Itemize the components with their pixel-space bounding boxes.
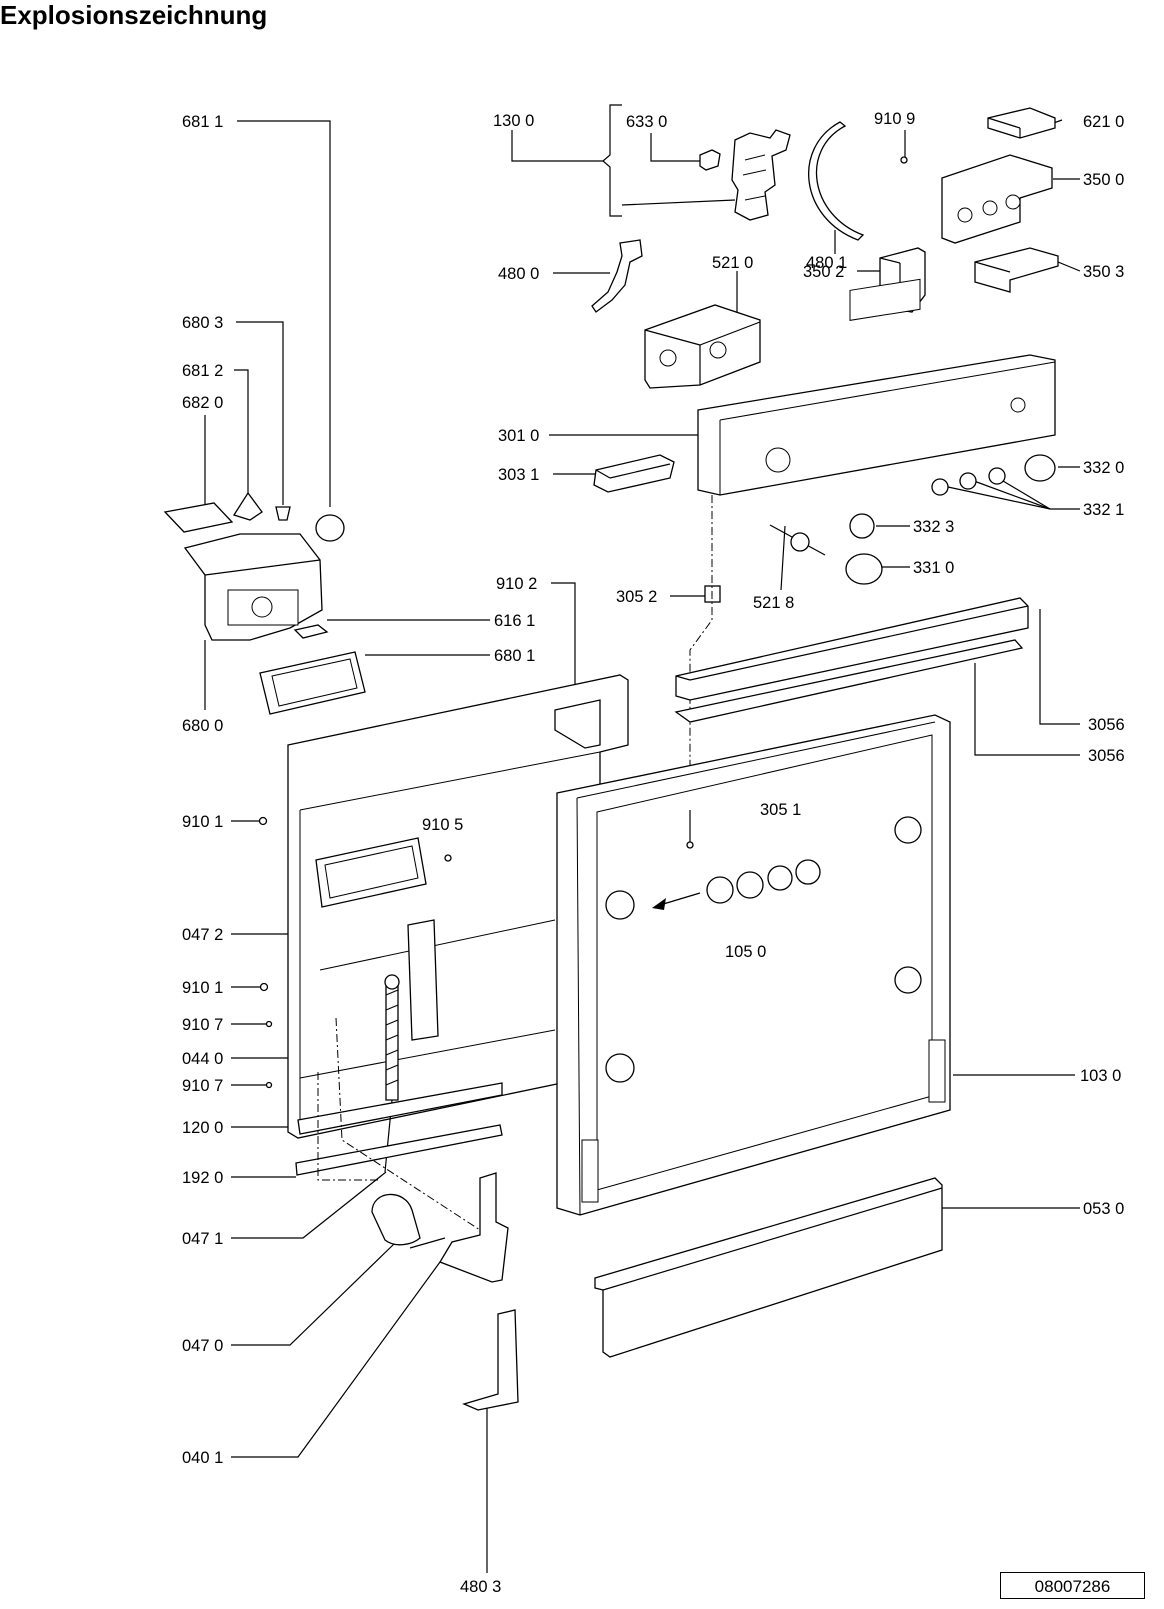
callout-047-1: 047 1 [182,1230,223,1248]
callout-681-1: 681 1 [182,113,223,131]
callout-047-0: 047 0 [182,1337,223,1355]
callout-621-0: 621 0 [1083,113,1124,131]
callout-332-1: 332 1 [1083,501,1124,519]
callout-350-0: 350 0 [1083,171,1124,189]
callout-521-8: 521 8 [753,594,794,612]
callout-350-2: 350 2 [803,263,844,281]
callout-910-5: 910 5 [422,816,463,834]
callout-910-7-upper: 910 7 [182,1016,223,1034]
callout-910-1-upper: 910 1 [182,813,223,831]
callout-labels: 681 1 130 0 633 0 910 9 621 0 350 0 480 … [182,110,1125,1596]
callout-480-0: 480 0 [498,265,539,283]
callout-120-0: 120 0 [182,1119,223,1137]
callout-331-0: 331 0 [913,559,954,577]
callout-303-1: 303 1 [498,466,539,484]
callout-350-3: 350 3 [1083,263,1124,281]
callout-103-0: 103 0 [1080,1067,1121,1085]
callout-680-3: 680 3 [182,314,223,332]
parts [163,107,1059,1411]
callout-040-1: 040 1 [182,1449,223,1467]
callout-633-0: 633 0 [626,113,667,131]
callout-910-1-lower: 910 1 [182,979,223,997]
callout-480-3: 480 3 [460,1578,501,1596]
callout-521-0: 521 0 [712,254,753,272]
callout-053-0: 053 0 [1083,1200,1124,1218]
callout-681-2: 681 2 [182,362,223,380]
callout-305-2: 305 2 [616,588,657,606]
callout-332-0: 332 0 [1083,459,1124,477]
callout-047-2: 047 2 [182,926,223,944]
callout-910-9: 910 9 [874,110,915,128]
callout-332-3: 332 3 [913,518,954,536]
callout-301-0: 301 0 [498,427,539,445]
callout-3056-lower: 3056 [1088,747,1125,765]
callout-3056-upper: 3056 [1088,716,1125,734]
callout-680-0: 680 0 [182,717,223,735]
callout-616-1: 616 1 [494,612,535,630]
callout-105-0: 105 0 [725,943,766,961]
callout-682-0: 682 0 [182,394,223,412]
callout-192-0: 192 0 [182,1169,223,1187]
document-number-box: 08007286 [1000,1572,1145,1599]
diagram-title: Explosionszeichnung [0,0,268,30]
callout-130-0: 130 0 [493,112,534,130]
callout-910-7-lower: 910 7 [182,1077,223,1095]
callout-044-0: 044 0 [182,1050,223,1068]
callout-680-1: 680 1 [494,647,535,665]
callout-910-2: 910 2 [496,575,537,593]
callout-480-1: 480 1 [806,254,847,272]
callout-305-1: 305 1 [760,801,801,819]
